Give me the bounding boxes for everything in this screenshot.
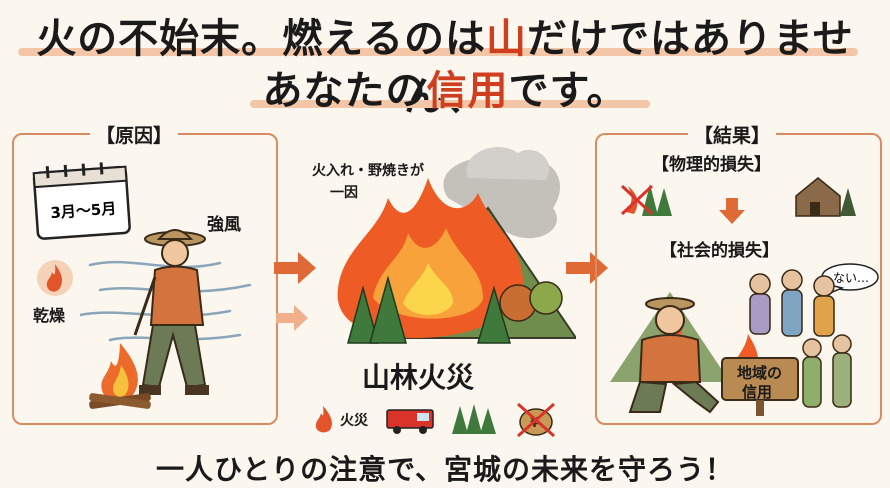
calendar-months: 3月～5月 bbox=[50, 200, 117, 223]
forest-fire-label: 山林火災 bbox=[362, 361, 475, 394]
forest-fire-illustration bbox=[337, 147, 576, 344]
farmer-illustration bbox=[133, 229, 209, 395]
title-underline-2 bbox=[250, 100, 650, 108]
fire-icon-label: 火災 bbox=[340, 413, 368, 429]
wind-label: 強風 bbox=[207, 215, 241, 235]
arrow-right-icon-2 bbox=[566, 252, 608, 284]
social-loss-label: 【社会的損失】 bbox=[660, 241, 779, 261]
cause-label: 【原因】 bbox=[90, 121, 179, 148]
physical-loss-label: 【物理的損失】 bbox=[652, 155, 771, 175]
sign-line2: 信用 bbox=[742, 383, 773, 401]
money-loss-icon: ¥ bbox=[517, 402, 555, 438]
cause-note-line2: 一因 bbox=[330, 185, 358, 201]
footer-slogan: 一人ひとりの注意で、宮城の未来を守ろう！ bbox=[155, 453, 735, 486]
headline-line-1: 火の不始末。燃えるのは山だけではありません、 bbox=[0, 6, 890, 122]
calendar-icon: 3月～5月 bbox=[32, 162, 131, 240]
headline-part: 火の不始末。 bbox=[36, 16, 283, 62]
headline-part: 燃えるのは bbox=[282, 16, 486, 62]
dry-label: 乾燥 bbox=[33, 306, 66, 325]
headline-line-2: あなたの信用です。 bbox=[0, 58, 890, 116]
speech-bubble-text: ない… bbox=[833, 271, 869, 285]
title-underline-1 bbox=[18, 48, 858, 56]
campfire-icon bbox=[89, 343, 151, 409]
headline-highlight-trust: 信用 bbox=[426, 68, 509, 114]
arrow-right-small-icon bbox=[276, 305, 308, 331]
cause-note-line1: 火入れ・野焼きが bbox=[312, 163, 424, 179]
arrow-down-icon bbox=[719, 198, 745, 224]
headline-highlight-mountain: 山 bbox=[486, 16, 527, 62]
sign-line1: 地域の bbox=[737, 364, 783, 382]
svg-text:¥: ¥ bbox=[530, 416, 539, 431]
headline-part: あなたの bbox=[262, 68, 427, 114]
result-label: 【結果】 bbox=[688, 121, 777, 148]
headline-part: です。 bbox=[508, 68, 628, 114]
arrow-right-icon bbox=[274, 252, 316, 284]
headline-part: だけではありません、 bbox=[404, 16, 854, 120]
burned-house-icon bbox=[795, 177, 856, 217]
burned-trees-icon bbox=[620, 184, 672, 216]
trees-icon bbox=[452, 404, 496, 434]
flame-icon bbox=[315, 406, 332, 433]
social-loss-illustration bbox=[610, 269, 852, 416]
fire-truck-icon bbox=[386, 409, 434, 434]
dry-flame-icon bbox=[37, 260, 73, 296]
